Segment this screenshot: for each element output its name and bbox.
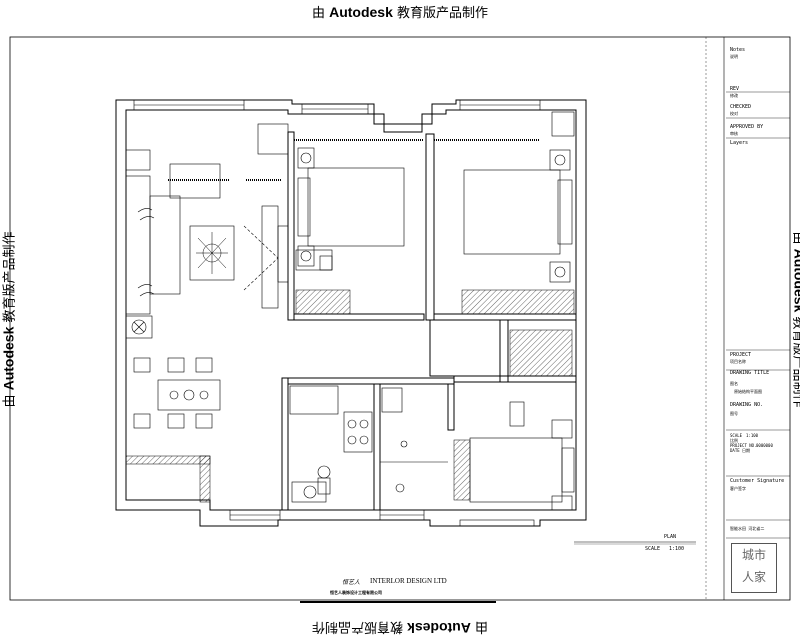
bedroom-3-furniture	[469, 401, 575, 511]
plan-scale-label: SCALE	[645, 546, 661, 552]
plan-scale-value: 1:100	[669, 546, 685, 552]
company-name: INTERLOR DESIGN LTD	[370, 577, 447, 585]
project-no-label: PROJECT NO.	[730, 443, 757, 448]
drawing-no-value: 图号	[730, 411, 738, 416]
drawing-title-sub: 原始结构平面图	[734, 389, 762, 394]
bedroom-1-furniture	[294, 139, 424, 271]
company-logo: 恒艺人	[342, 580, 361, 586]
bedroom-2-furniture	[434, 111, 575, 283]
scale-cn: 比例	[730, 438, 738, 443]
rev-value: 修改	[730, 93, 738, 98]
company-name-cn: 恒艺人装饰设计工程有限公司	[330, 590, 382, 595]
interior-walls	[281, 131, 577, 511]
stamp-line-1: 城市	[741, 548, 766, 562]
drawing-no-label: DRAWING NO.	[730, 402, 764, 408]
layers-label: Layers	[730, 140, 749, 146]
bathroom-fixtures	[380, 387, 448, 493]
stamp-line-2: 人家	[741, 570, 766, 584]
sheet-border	[9, 36, 791, 603]
project-no-value: 0000000	[756, 443, 773, 448]
notes-label: Notes	[730, 47, 746, 53]
kitchen-furniture	[289, 385, 373, 503]
approved-value: 审核	[730, 131, 738, 136]
project-label: PROJECT	[730, 352, 752, 358]
customer-signature-value: 客户签字	[730, 486, 746, 491]
dining-table	[133, 357, 221, 429]
city-home-stamp: 城市 人家	[731, 543, 777, 593]
drawing-title-value: 图名	[730, 381, 738, 386]
customer-signature-label: Customer Signature	[730, 478, 785, 484]
checked-label: CHECKED	[730, 104, 752, 110]
scale-label: SCALE	[730, 433, 743, 438]
date-value: 日期	[742, 448, 750, 453]
plan-label-lines	[574, 541, 696, 545]
approved-label: APPROVED BY	[730, 124, 764, 130]
windows	[133, 99, 541, 527]
checked-value: 校对	[730, 111, 738, 116]
date-label: DATE	[730, 448, 740, 453]
notes-value: 说明	[730, 54, 738, 59]
plan-label: PLAN	[664, 534, 677, 540]
watermark-top: 由 Autodesk 教育版产品制作	[311, 4, 489, 21]
project-value: 项目名称	[730, 359, 746, 364]
drawing-title-label: DRAWING TITLE	[730, 370, 770, 376]
title-block-footer: 智能水田 河北省二	[730, 526, 765, 531]
living-room-furniture	[125, 123, 289, 339]
title-block-lines	[726, 91, 790, 539]
scale-value: 1:100	[746, 433, 759, 438]
rev-label: REV	[730, 86, 740, 92]
